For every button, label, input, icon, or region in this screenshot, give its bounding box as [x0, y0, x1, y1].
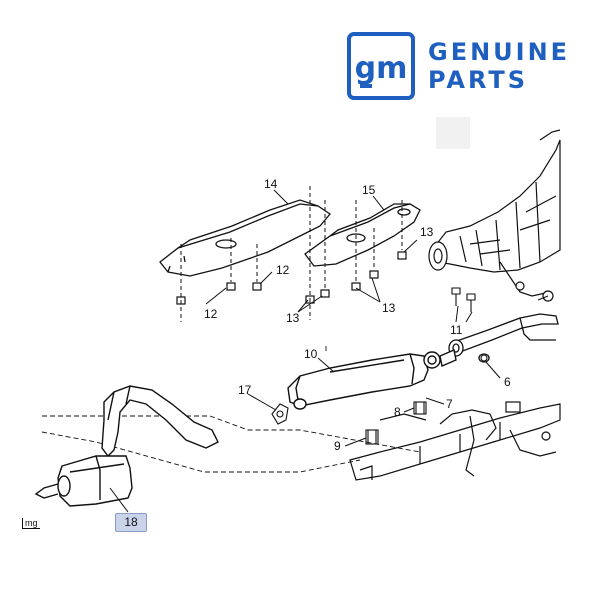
- shield-leader-lines: [180, 186, 403, 322]
- heat-shield-14: [159, 199, 331, 277]
- gm-logo-mark: gm: [347, 32, 415, 100]
- gm-logo-text: gm: [355, 51, 408, 86]
- callout-12b: 12: [204, 307, 218, 321]
- callout-9: 9: [334, 439, 341, 453]
- callout-7: 7: [446, 397, 453, 411]
- brand-line-2: PARTS: [428, 66, 529, 94]
- genuine-parts-wordmark: GENUINE PARTS: [428, 38, 570, 94]
- callout-17: 17: [238, 383, 252, 397]
- callout-10: 10: [304, 347, 318, 361]
- callout-14: 14: [264, 177, 278, 191]
- hanger-9: [365, 429, 379, 445]
- corner-tag: mg: [22, 518, 40, 529]
- vehicle-frame: [349, 401, 561, 481]
- callout-13a: 13: [420, 225, 434, 239]
- callout-11: 11: [450, 323, 463, 337]
- callout-18-highlighted[interactable]: 18: [115, 513, 147, 532]
- callout-leaders: [109, 189, 549, 513]
- transmission-assembly: [428, 129, 561, 302]
- heat-shield-15: [304, 203, 421, 267]
- rear-muffler-18: [34, 385, 219, 507]
- callout-8: 8: [394, 405, 401, 419]
- callout-13c: 13: [382, 301, 396, 315]
- frame-leader-lines: [41, 346, 421, 473]
- callout-15: 15: [362, 183, 376, 197]
- callout-labels: 14 15 13 12 12 13 13 11 10 6 17 7 8 9: [204, 177, 511, 453]
- exhaust-front-pipe: [448, 313, 559, 363]
- brand-line-1: GENUINE: [428, 38, 571, 66]
- placeholder-block: [436, 117, 470, 149]
- bolts-11: [451, 287, 476, 312]
- hanger-8: [413, 401, 427, 415]
- muffler-10: [287, 349, 457, 410]
- callout-13b: 13: [286, 311, 300, 325]
- callout-12a: 12: [276, 263, 290, 277]
- clamp-17: [271, 403, 289, 425]
- callout-6: 6: [504, 375, 511, 389]
- hanger-bolt-6: [480, 354, 488, 362]
